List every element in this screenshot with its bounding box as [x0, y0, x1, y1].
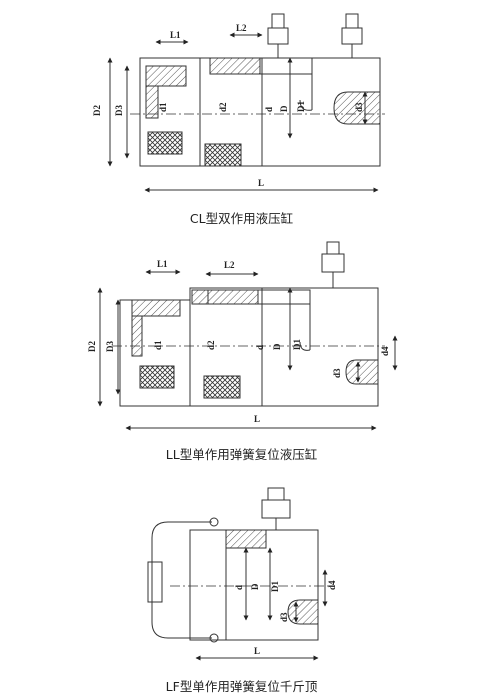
cl-port-hatch	[333, 91, 380, 125]
lf-dimension-labels: d D D1 d4 d3 L	[234, 580, 337, 656]
ll-knurl-2	[203, 375, 241, 399]
lf-label-d: d	[234, 585, 244, 590]
lf-label-D: D	[250, 583, 260, 590]
lf-label-d4: d4	[327, 580, 337, 590]
ll-label-D: D	[272, 343, 282, 350]
lf-handle	[151, 521, 212, 639]
ll-label-d4: d4	[380, 346, 390, 356]
cl-label-D3: D3	[114, 105, 124, 116]
cl-label-D2: D2	[92, 105, 102, 116]
cl-label-d1: d1	[158, 102, 168, 112]
lf-handle-grip	[147, 561, 163, 603]
ll-label-D1: D1	[292, 339, 302, 350]
cl-label-L2: L2	[236, 23, 247, 33]
ll-body-outline	[189, 287, 379, 407]
ll-piston-hatch	[191, 289, 209, 305]
cl-fitting-2	[341, 27, 363, 45]
lf-fitting	[261, 499, 291, 519]
cl-label-d2: d2	[218, 102, 228, 112]
ll-label-L: L	[254, 414, 260, 424]
lf-piston-hatch	[225, 529, 267, 549]
ll-rod-hatch	[131, 299, 181, 317]
ll-caption: LL型单作用弹簧复位液压缸	[165, 447, 318, 462]
ll-label-D3: D3	[105, 341, 115, 352]
cl-fitting-1	[267, 27, 289, 45]
lf-label-D1: D1	[270, 581, 280, 592]
ll-label-d: d	[255, 345, 265, 350]
cl-label-d3: d3	[354, 102, 364, 112]
cl-knurl-2	[204, 143, 242, 167]
cl-cylinder-drawing	[107, 13, 385, 193]
lf-label-L: L	[254, 646, 260, 656]
ll-cylinder-drawing	[97, 241, 398, 431]
ll-dimension-labels: L1 L2 D2 D3 d1 d2 d D D1 d4 d3 L	[87, 259, 390, 424]
ll-port-hatch	[345, 359, 378, 385]
ll-label-D2: D2	[87, 341, 97, 352]
cl-label-D1: D1	[296, 101, 306, 112]
ll-label-L1: L1	[157, 259, 168, 269]
ll-label-d2: d2	[206, 340, 216, 350]
lf-port-hatch	[287, 599, 318, 625]
cl-label-L: L	[258, 178, 264, 188]
cl-label-d: d	[264, 107, 274, 112]
lf-caption: LF型单作用弹簧复位千斤顶	[165, 679, 318, 694]
lf-label-d3: d3	[279, 612, 289, 622]
cl-caption: CL型双作用液压缸	[189, 211, 294, 226]
cl-label-D: D	[279, 105, 289, 112]
cl-knurl-1	[147, 131, 183, 155]
ll-knurl-1	[139, 365, 175, 389]
ll-fitting	[321, 253, 345, 273]
cl-dimension-labels: L1 L2 D2 D3 d1 d2 d D D1 d3 L	[92, 23, 364, 188]
cl-piston-hatch	[209, 57, 261, 75]
cl-rod-hatch	[145, 65, 187, 87]
cl-label-L1: L1	[170, 30, 181, 40]
ll-label-d3: d3	[332, 368, 342, 378]
ll-label-d1: d1	[153, 340, 163, 350]
ll-label-L2: L2	[224, 260, 235, 270]
lf-jack-drawing	[147, 487, 330, 661]
